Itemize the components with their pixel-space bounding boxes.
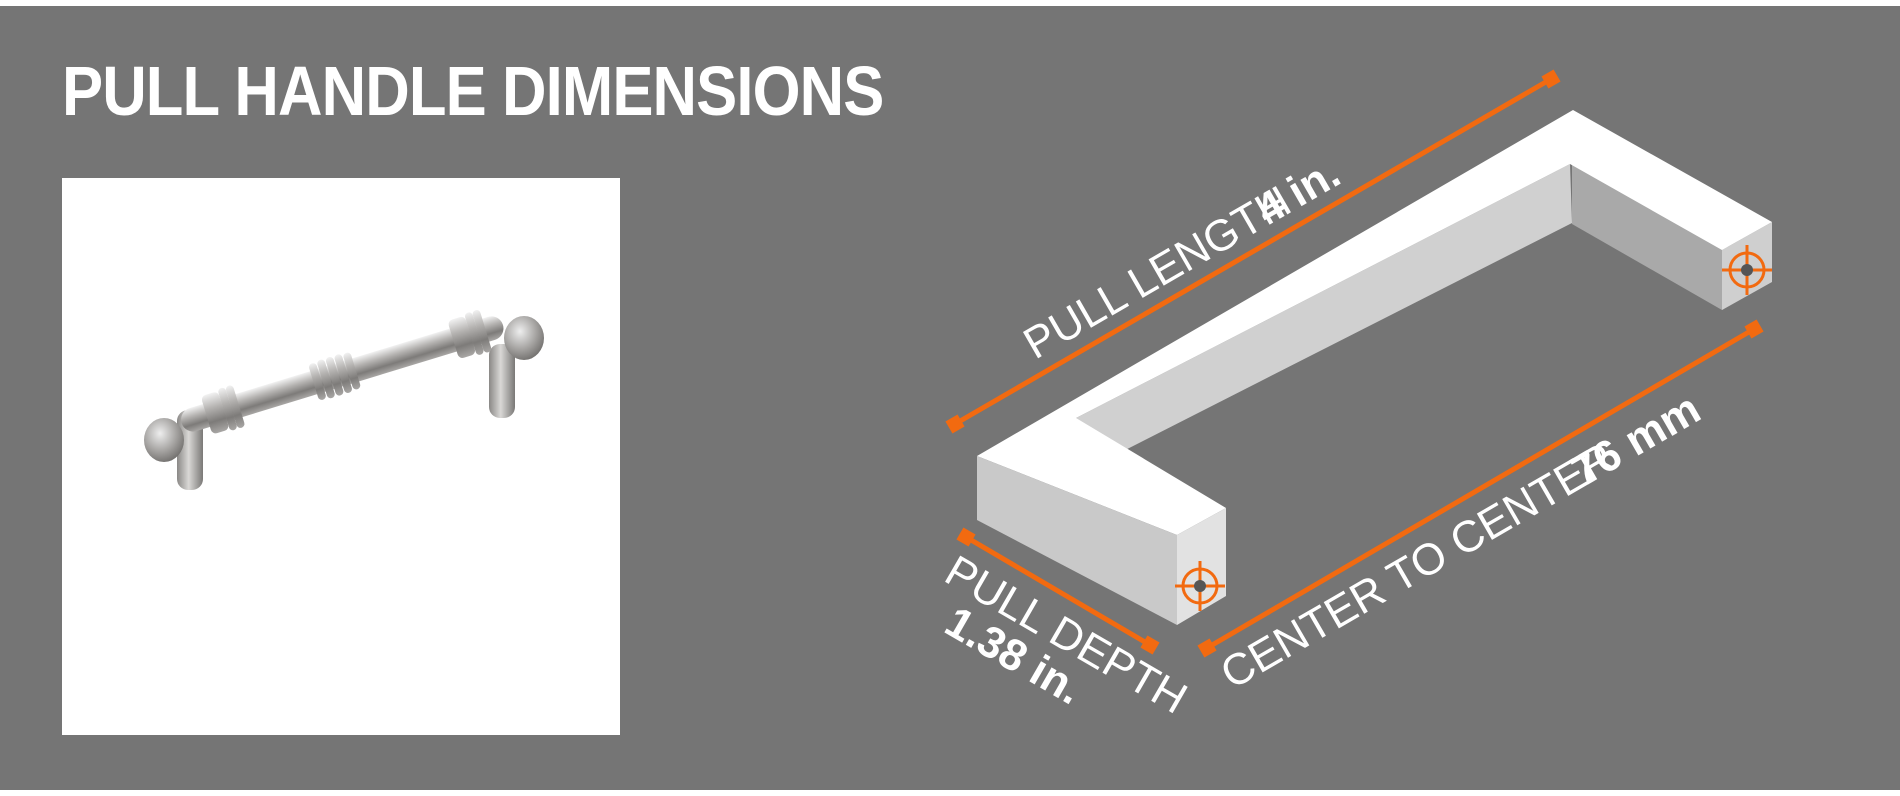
left-knob bbox=[144, 418, 184, 462]
right-leg bbox=[489, 344, 515, 418]
handle-diagram bbox=[977, 110, 1772, 625]
pull-depth-line bbox=[956, 527, 1160, 655]
center-to-center-value: 76 mm bbox=[1563, 384, 1708, 496]
left-hole-crosshair-icon bbox=[1175, 561, 1225, 611]
center-to-center-label: CENTER TO CENTER bbox=[1213, 433, 1624, 698]
pull-handle-photo bbox=[144, 310, 544, 490]
page-title: PULL HANDLE DIMENSIONS bbox=[62, 52, 884, 130]
right-hole-crosshair-icon bbox=[1722, 245, 1772, 295]
center-to-center-line bbox=[1197, 319, 1764, 658]
product-photo bbox=[62, 178, 620, 735]
center-rings bbox=[309, 352, 361, 400]
right-knob bbox=[504, 316, 544, 360]
pull-length-line bbox=[945, 69, 1561, 434]
